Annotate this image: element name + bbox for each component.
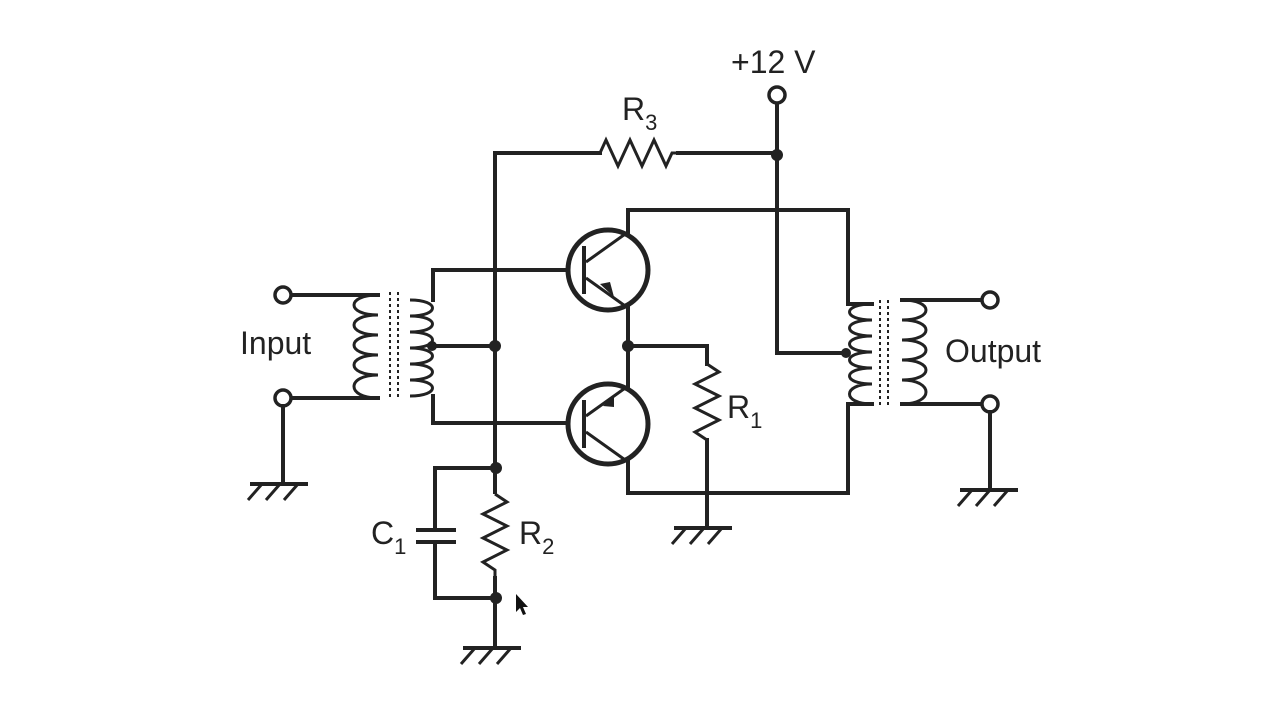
- output-transformer: [775, 208, 985, 495]
- input-ground: [246, 404, 308, 501]
- supply-terminal: [767, 85, 787, 105]
- transistor-wiring: [622, 208, 850, 495]
- bias-network: [433, 462, 502, 650]
- mouse-pointer-icon: [516, 594, 528, 615]
- resistor-r1: [691, 344, 723, 530]
- output-terminal-bottom: [980, 394, 1000, 414]
- bias-ground: [459, 646, 521, 665]
- transistor-lower: [565, 381, 651, 467]
- resistor-r3: [598, 136, 678, 170]
- input-terminal-top: [273, 285, 293, 305]
- output-ground: [956, 410, 1018, 507]
- output-label: Output: [945, 333, 1041, 369]
- resistor-r2: [479, 492, 511, 578]
- input-terminal-bottom: [273, 388, 293, 408]
- r2-label: R2: [519, 515, 554, 559]
- input-transformer: [288, 268, 570, 425]
- supply-label: +12 V: [731, 44, 816, 80]
- input-label: Input: [240, 325, 311, 361]
- transistor-upper: [565, 227, 651, 313]
- r3-label: R3: [622, 91, 657, 135]
- capacitor-c1: [416, 528, 456, 544]
- r1-ground: [670, 526, 732, 545]
- output-terminal-top: [980, 290, 1000, 310]
- c1-label: C1: [371, 515, 406, 559]
- r1-label: R1: [727, 389, 762, 433]
